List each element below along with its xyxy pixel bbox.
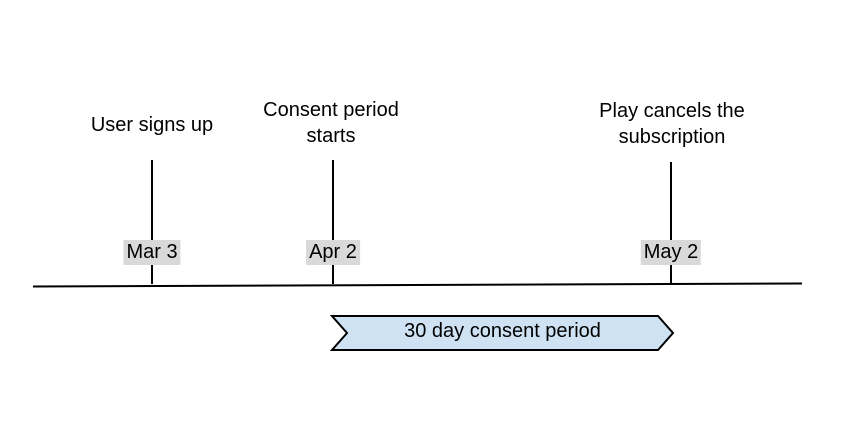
event-label-play-cancels-subscription: Play cancels the subscription <box>599 100 745 148</box>
date-badge-mar-3: Mar 3 <box>123 240 181 265</box>
timeline-axis-line <box>32 282 803 288</box>
consent-period-banner-shape <box>329 315 675 351</box>
event-label-user-signs-up: User signs up <box>90 114 214 136</box>
date-badge-may-2: May 2 <box>640 240 702 265</box>
date-badge-apr-2: Apr 2 <box>306 240 360 265</box>
event-label-consent-period-starts: Consent period starts <box>263 99 399 147</box>
consent-period-banner-label: 30 day consent period <box>404 320 601 342</box>
